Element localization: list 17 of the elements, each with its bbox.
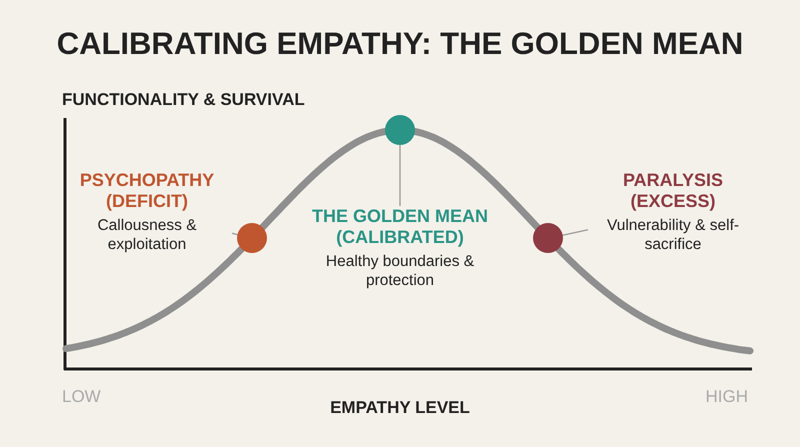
category-heading: THE GOLDEN MEAN (CALIBRATED) [310,206,489,248]
axis-title: EMPATHY LEVEL [329,398,471,418]
axis-title: FUNCTIONALITY & SURVIVAL [62,90,305,110]
axis-end-label: LOW [62,387,101,407]
leader-line [232,232,238,236]
leader-line [562,229,588,236]
description-text: Vulnerability & self-sacrifice [606,216,740,254]
axis-end-label: HIGH [706,387,748,407]
category-heading: PARALYSIS (EXCESS) [622,170,724,212]
curve-point-marker [385,115,415,145]
title: CALIBRATING EMPATHY: THE GOLDEN MEAN [56,26,744,62]
description-text: Callousness & exploitation [96,216,198,254]
leader-line [399,145,401,206]
curve-point-marker [237,223,267,254]
category-heading: PSYCHOPATHY (DEFICIT) [78,170,216,212]
description-text: Healthy boundaries & protection [324,252,476,290]
curve-point-marker [533,223,563,254]
